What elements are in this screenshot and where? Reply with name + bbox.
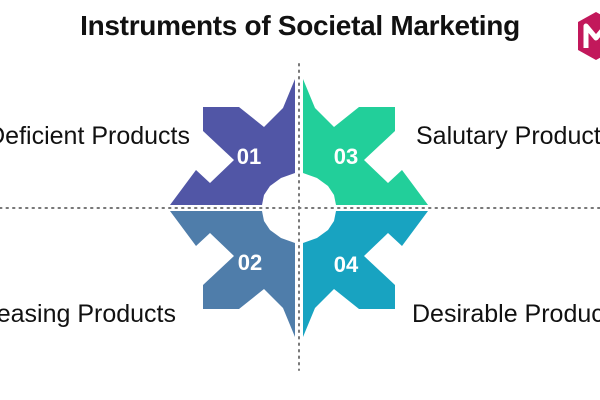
quadrant-02-shape (170, 211, 295, 337)
quadrant-01-number: 01 (237, 144, 261, 169)
quadrant-03-label: Salutary Products (416, 122, 600, 150)
m-hexagon-logo-icon (578, 12, 600, 60)
quadrant-03-shape (303, 79, 428, 205)
quadrant-04-label: Desirable Products (412, 300, 600, 328)
quadrant-01-label: Deficient Products (0, 122, 190, 150)
quadrant-03-number: 03 (334, 144, 358, 169)
quadrant-02-number: 02 (238, 250, 262, 275)
quadrant-04-number: 04 (334, 252, 359, 277)
quadrant-04-shape (303, 211, 428, 337)
quadrant-02-label: Pleasing Products (0, 300, 176, 328)
quadrant-01-shape (170, 79, 295, 205)
page-title: Instruments of Societal Marketing (80, 10, 520, 41)
